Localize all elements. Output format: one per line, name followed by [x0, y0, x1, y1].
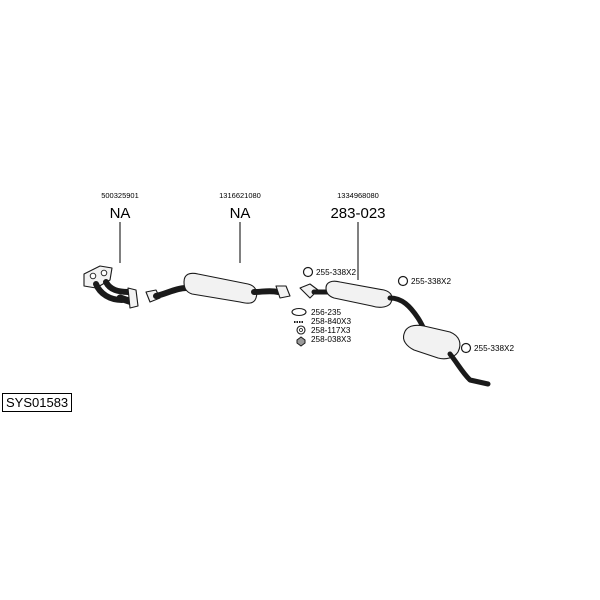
flange-hole-1: [89, 272, 97, 280]
clamp-1-label: 255-338X2: [316, 268, 357, 277]
rear-front-silencer-body: [325, 280, 393, 308]
rear-silencer-body: [402, 324, 461, 360]
clamp-2-group[interactable]: 255-338X2: [397, 275, 452, 287]
gasket-group[interactable]: 256-235: [291, 307, 341, 317]
washer-label: 258-117X3: [311, 326, 351, 335]
part-code-front-pipe[interactable]: NA: [110, 205, 131, 222]
nut-group[interactable]: 258-038X3: [296, 335, 352, 347]
part-code-rear-section[interactable]: 283-023: [330, 205, 385, 222]
oem-number-middle-silencer: 1316621080: [219, 191, 261, 200]
oem-number-rear-section: 1334968080: [337, 191, 379, 200]
nut-label: 258-038X3: [311, 335, 352, 344]
middle-inlet-pipe: [153, 285, 189, 299]
clamp-3-icon: [460, 342, 472, 354]
clamp-3-label: 255-338X2: [474, 344, 515, 353]
clamp-2-label: 255-338X2: [411, 277, 452, 286]
front-pipe-tube-2: [103, 279, 133, 295]
clamp-1-icon: [302, 266, 314, 278]
middle-outlet-pipe: [251, 288, 281, 295]
nut-icon: [296, 336, 306, 347]
front-pipe-end-flange: [127, 287, 139, 309]
spring-label: 258-840X3: [311, 317, 352, 326]
middle-silencer-part[interactable]: [145, 272, 291, 304]
gasket-label: 256-235: [311, 308, 341, 317]
tail-pipe: [447, 351, 491, 387]
clamp-1-group[interactable]: 255-338X2: [302, 266, 357, 278]
spring-group[interactable]: 258-840X3: [294, 317, 352, 326]
oem-number-front-pipe: 500325901: [101, 191, 139, 200]
rear-section-part[interactable]: [299, 280, 491, 387]
front-pipe-part[interactable]: [83, 265, 139, 309]
part-code-middle-silencer[interactable]: NA: [230, 205, 251, 222]
washer-hole-icon: [299, 328, 303, 332]
clamp-3-group[interactable]: 255-338X2: [460, 342, 515, 354]
diagram-id-label: SYS01583: [2, 393, 73, 412]
gasket-icon: [291, 307, 307, 317]
middle-rear-flange: [275, 285, 291, 299]
clamp-2-icon: [397, 275, 409, 287]
washer-group[interactable]: 258-117X3: [296, 325, 351, 335]
flange-hole-2: [100, 269, 108, 277]
middle-silencer-body: [183, 272, 258, 304]
